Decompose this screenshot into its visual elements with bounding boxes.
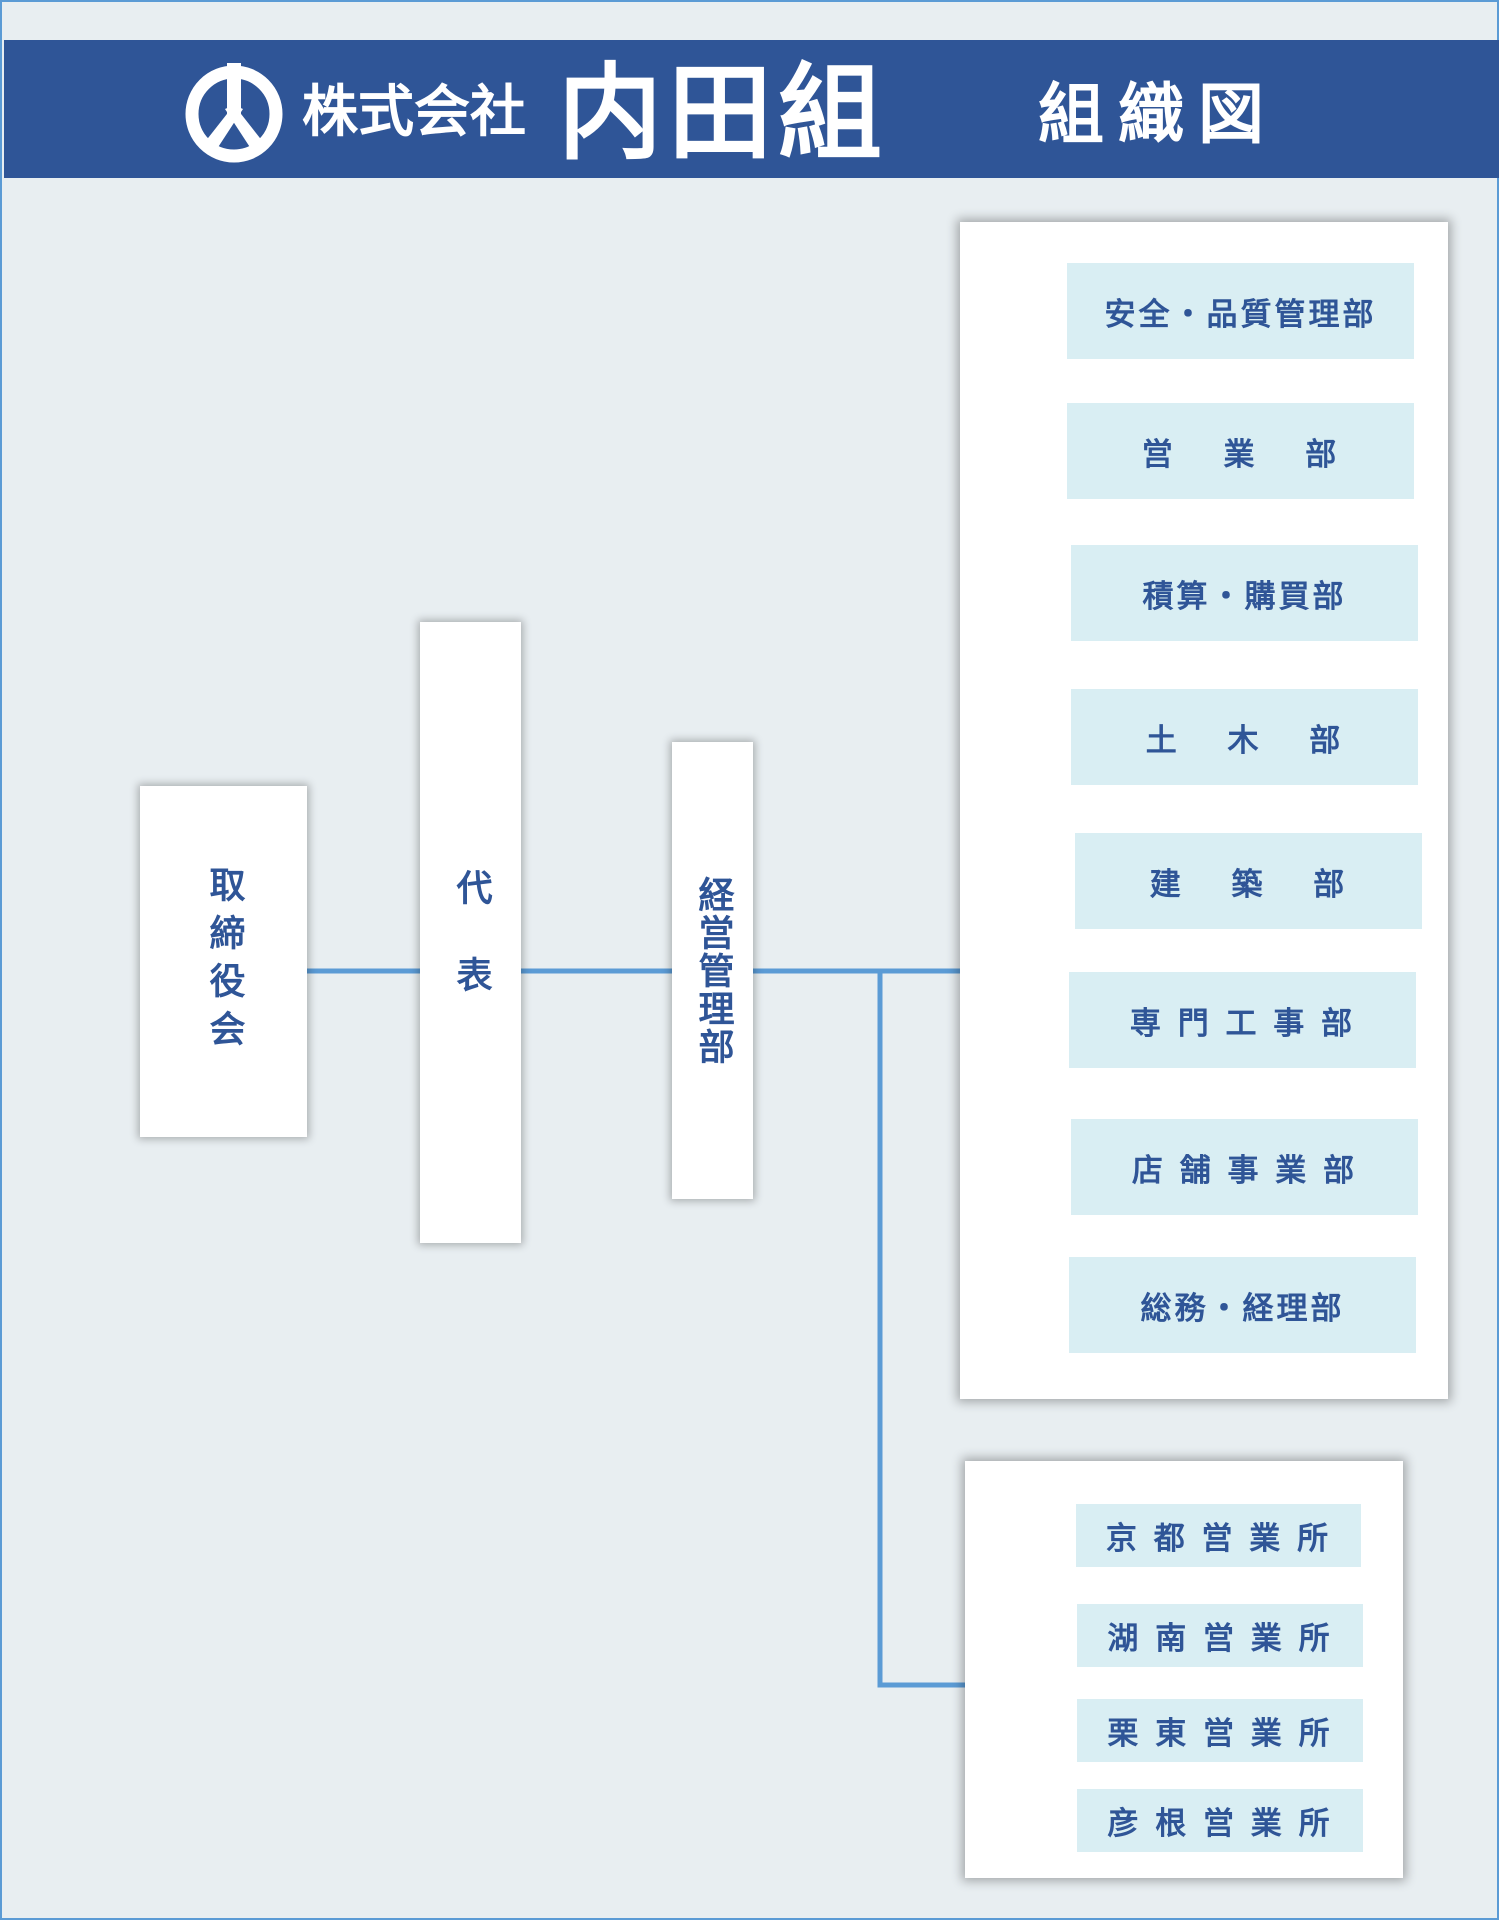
representative-label: 代 表 — [450, 868, 492, 997]
branch-konan: 湖 南 営 業 所 — [1077, 1604, 1363, 1667]
branch-kyoto: 京 都 営 業 所 — [1076, 1504, 1361, 1567]
dept-safety-quality: 安全・品質管理部 — [1067, 263, 1414, 359]
dept-general-affairs-accounting: 総務・経理部 — [1069, 1257, 1416, 1353]
board-box: 取締役会 — [140, 786, 307, 1137]
branch-ritto: 栗 東 営 業 所 — [1077, 1699, 1363, 1762]
company-prefix: 株式会社 — [302, 80, 526, 145]
dept-estimating-purchasing: 積算・購買部 — [1071, 545, 1418, 641]
dept-sales: 営 業 部 — [1067, 403, 1414, 499]
dept-civil-engineering: 土 木 部 — [1071, 689, 1418, 785]
company-logo-icon — [185, 63, 283, 163]
management-box: 経営管理部 — [672, 742, 753, 1199]
management-label: 経営管理部 — [692, 875, 734, 1066]
company-name: 内田組 — [558, 52, 889, 174]
departments-panel — [960, 222, 1448, 1399]
page-title: 組織図 — [1038, 76, 1278, 153]
dept-architecture: 建 築 部 — [1075, 833, 1422, 929]
representative-box: 代 表 — [420, 622, 521, 1243]
dept-store-business: 店 舗 事 業 部 — [1071, 1119, 1418, 1215]
dept-specialty-construction: 専 門 工 事 部 — [1069, 972, 1416, 1068]
board-label: 取締役会 — [203, 865, 245, 1058]
branch-hikone: 彦 根 営 業 所 — [1077, 1789, 1363, 1852]
